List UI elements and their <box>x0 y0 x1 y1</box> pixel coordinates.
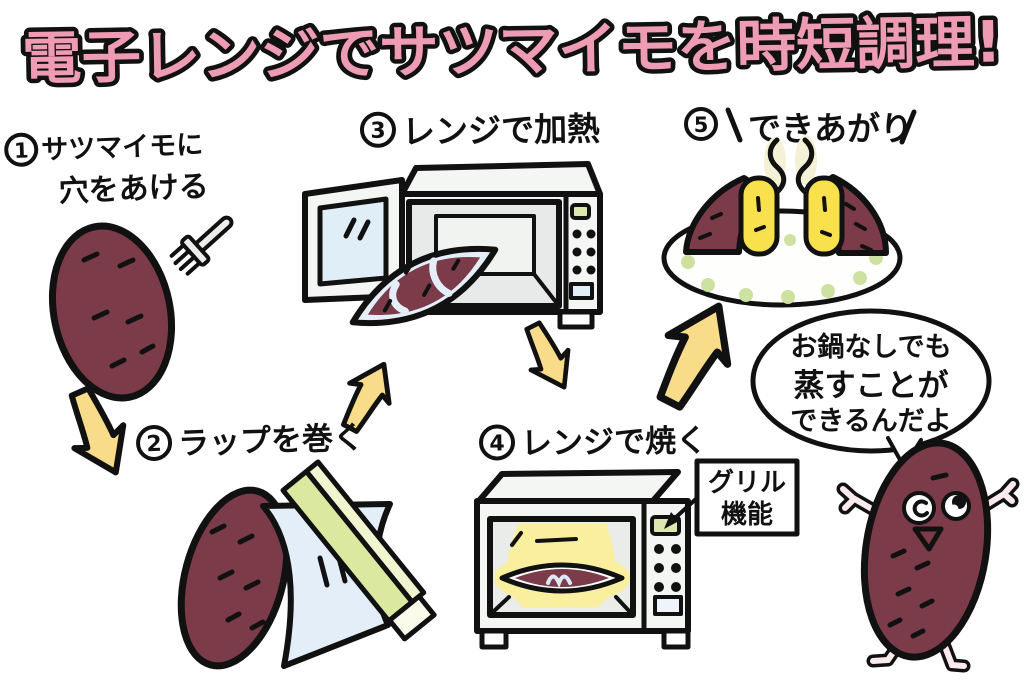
emphasis-slash-left <box>725 107 743 143</box>
wrapped-potato-baking <box>494 551 630 605</box>
step5-badge <box>684 107 718 141</box>
step1-label-line1: サツマイモに <box>41 129 204 166</box>
bubble-line3: できるんだよ <box>790 406 951 437</box>
microwave-grill-keypad <box>654 544 681 592</box>
microwave-grill <box>474 469 691 650</box>
finished-dish <box>661 135 903 308</box>
grill-tag-line2: 機能 <box>721 499 773 530</box>
step3-label: 3 レンジで加熱 <box>359 109 601 151</box>
emphasis-slash-right <box>899 109 917 145</box>
microwave-grill-door-button <box>653 595 683 616</box>
microwave-open-keypad <box>572 229 596 275</box>
microwave-open-green-button <box>570 203 591 220</box>
character-eye-left <box>902 491 936 525</box>
speech-bubble: お鍋なしでも 蒸すことが できるんだよ <box>750 308 992 469</box>
character-body <box>860 439 992 661</box>
microwave-open-door-button <box>569 282 594 300</box>
microwave-open-foot <box>557 309 595 330</box>
tag-leader-line <box>672 496 699 521</box>
microwave-open-top <box>399 161 603 197</box>
step2-number: 2 <box>146 432 162 458</box>
potato-half-left <box>683 175 780 257</box>
step4-label: 4 レンジで焼く <box>479 423 708 462</box>
step1-badge <box>4 132 39 167</box>
microwave-grill-top <box>475 469 681 505</box>
step2-badge <box>136 425 173 462</box>
raw-sweet-potato <box>48 222 176 402</box>
grill-function-tag: グリル 機能 <box>664 458 800 537</box>
step2-label-text: ラップを巻く <box>177 420 364 462</box>
steam-squiggle-right <box>795 137 815 195</box>
step2-label: 2 ラップを巻く <box>136 420 365 462</box>
bubble-line2: 蒸すことが <box>794 368 949 404</box>
step3-number: 3 <box>370 119 386 144</box>
step4-label-text: レンジで焼く <box>521 423 708 462</box>
microwave-grill-foot-right <box>661 628 691 650</box>
wrap-box <box>280 459 437 642</box>
step5-number: 5 <box>694 113 709 137</box>
step1-label: 1 サツマイモに 穴をあける <box>4 129 209 209</box>
steam-squiggle-left <box>767 137 787 195</box>
step2-sweet-potato <box>177 486 291 670</box>
step3-label-text: レンジで加熱 <box>402 109 601 151</box>
step4-badge <box>479 424 516 461</box>
bubble-line1: お鍋なしでも <box>790 331 951 363</box>
wrapped-sweet-potato <box>349 245 499 327</box>
microwave-open <box>302 161 603 330</box>
microwave-grill-foot-left <box>479 628 509 650</box>
step1-label-line2: 穴をあける <box>58 169 209 209</box>
page-title: 電子レンジでサツマイモを時短調理! <box>21 9 1002 92</box>
step1-number: 1 <box>14 138 29 162</box>
plastic-wrap <box>260 459 437 669</box>
arrow-step4-to-step5 <box>642 292 749 418</box>
microwave-door-window <box>317 196 389 287</box>
potato-half-right <box>803 174 889 257</box>
step3-badge <box>359 111 396 148</box>
grill-tag-line1: グリル <box>708 468 786 498</box>
fork-icon <box>169 215 234 276</box>
potato-character <box>836 439 1020 673</box>
tag-leader-arrowhead <box>664 512 679 529</box>
character-mouth <box>912 526 944 552</box>
step4-number: 4 <box>489 431 505 456</box>
